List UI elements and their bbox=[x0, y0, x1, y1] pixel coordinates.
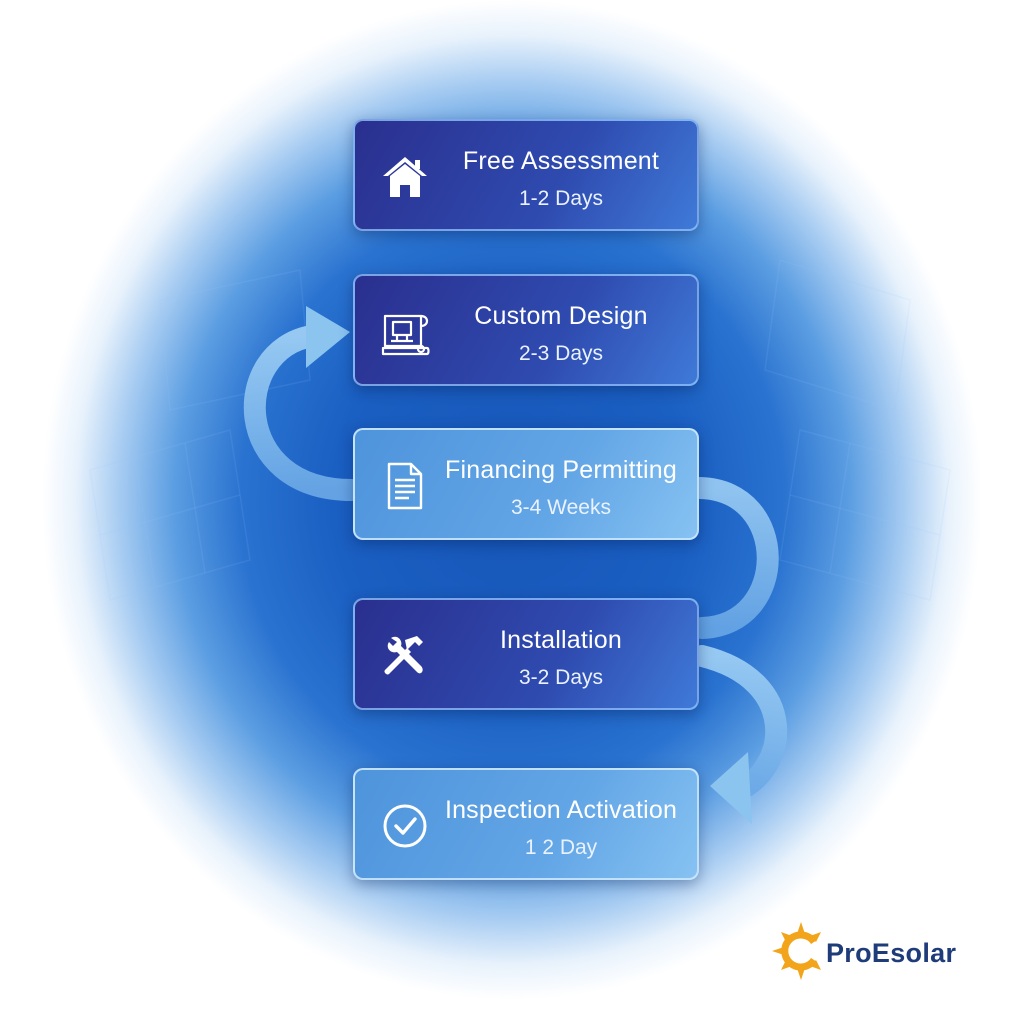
checkmark-circle-icon bbox=[383, 804, 427, 848]
step-duration: 3-2 Days bbox=[518, 666, 604, 689]
step-duration: 3-4 Weeks bbox=[511, 496, 611, 519]
step-title: Financing Permitting bbox=[445, 456, 677, 484]
step-title: Custom Design bbox=[474, 302, 648, 330]
tools-icon bbox=[384, 636, 423, 675]
curved-arrow-left bbox=[243, 306, 363, 501]
house-icon bbox=[383, 157, 427, 197]
brand-logo: ProEsolar bbox=[770, 920, 990, 980]
curved-arrow-right-upper bbox=[689, 477, 779, 639]
step-free-assessment: Free Assessment 1-2 Days bbox=[353, 119, 699, 231]
step-title: Inspection Activation bbox=[444, 796, 678, 824]
curved-arrow-right-lower bbox=[691, 645, 788, 824]
brand-name: ProEsolar bbox=[826, 938, 957, 968]
blueprint-icon bbox=[381, 314, 430, 356]
sun-icon bbox=[772, 922, 821, 980]
step-duration: 2-3 Days bbox=[518, 342, 604, 365]
step-title: Free Assessment bbox=[462, 147, 660, 175]
step-inspection-activation: Inspection Activation 1 2 Day bbox=[353, 768, 699, 880]
step-financing-permitting: Financing Permitting 3-4 Weeks bbox=[353, 428, 699, 540]
step-duration: 1-2 Days bbox=[518, 187, 604, 210]
step-custom-design: Custom Design 2-3 Days bbox=[353, 274, 699, 386]
step-installation: Installation 3-2 Days bbox=[353, 598, 699, 710]
step-title: Installation bbox=[500, 626, 622, 654]
step-duration: 1 2 Day bbox=[524, 836, 598, 859]
document-icon bbox=[387, 462, 423, 510]
